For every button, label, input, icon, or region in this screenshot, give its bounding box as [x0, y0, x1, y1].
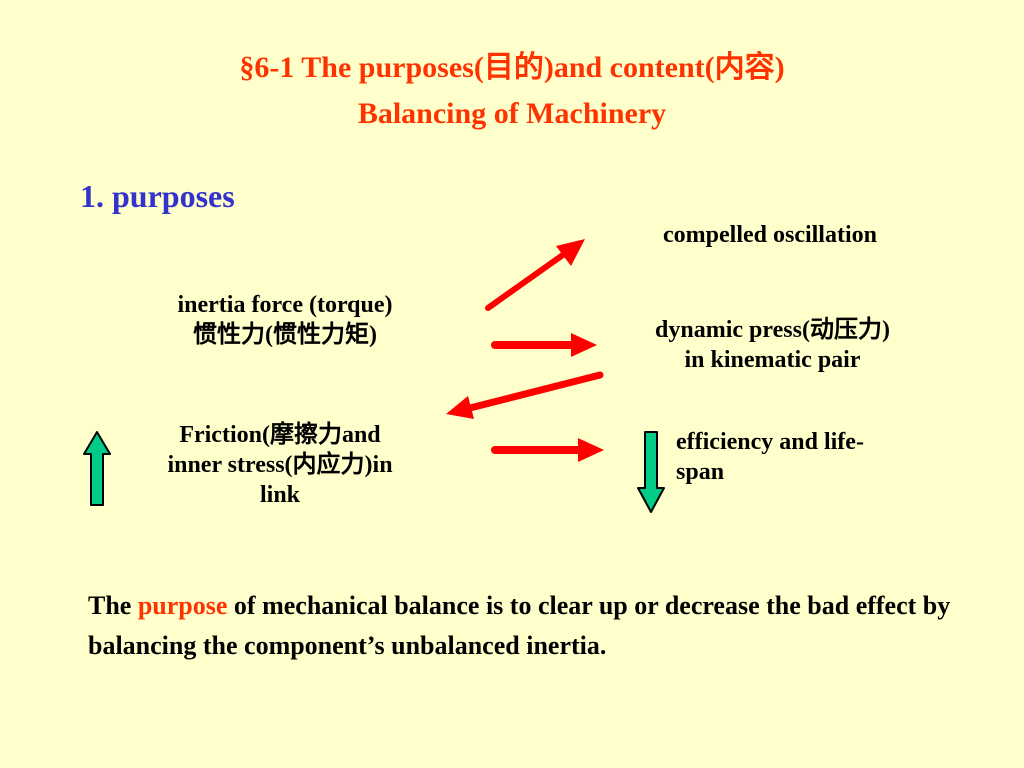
node-friction: Friction(摩擦力and inner stress(内应力)in link	[110, 420, 450, 510]
node-dynamic-press: dynamic press(动压力) in kinematic pair	[595, 315, 950, 375]
node-dynamic-press-line2: in kinematic pair	[684, 347, 861, 373]
node-friction-line3: link	[259, 482, 301, 508]
node-inertia-force-line1: inertia force (torque)	[177, 292, 393, 318]
summary-highlight: purpose	[137, 591, 228, 620]
green-down-arrow-icon	[637, 431, 665, 513]
slide-title-line1: §6-1 The purposes(目的)and content(内容)	[239, 51, 785, 84]
node-efficiency: efficiency and life- span	[676, 427, 976, 487]
node-inertia-force: inertia force (torque) 惯性力(惯性力矩)	[120, 290, 450, 350]
section-heading: 1. purposes	[80, 178, 235, 214]
summary-paragraph: The purpose of mechanical balance is to …	[88, 586, 988, 666]
green-up-arrow-icon	[83, 431, 111, 506]
node-inertia-force-line2: 惯性力(惯性力矩)	[193, 322, 377, 348]
summary-pre: The	[88, 591, 138, 620]
node-dynamic-press-line1: dynamic press(动压力)	[655, 317, 890, 343]
red-arrow-to-friction-icon	[446, 371, 604, 419]
node-friction-line1: Friction(摩擦力and	[179, 422, 381, 448]
node-efficiency-line2: span	[676, 459, 725, 485]
slide-title-line2: Balancing of Machinery	[357, 97, 667, 130]
red-arrow-to-efficiency-icon	[491, 438, 604, 462]
node-friction-line2: inner stress(内应力)in	[167, 452, 393, 478]
node-efficiency-line1: efficiency and life-	[676, 429, 864, 455]
red-arrow-to-oscillation-icon	[485, 239, 585, 311]
node-compelled-oscillation: compelled oscillation	[663, 222, 877, 248]
red-arrow-to-dynamic-press-icon	[491, 333, 597, 357]
summary-post: of mechanical balance is to clear up or …	[88, 591, 951, 660]
